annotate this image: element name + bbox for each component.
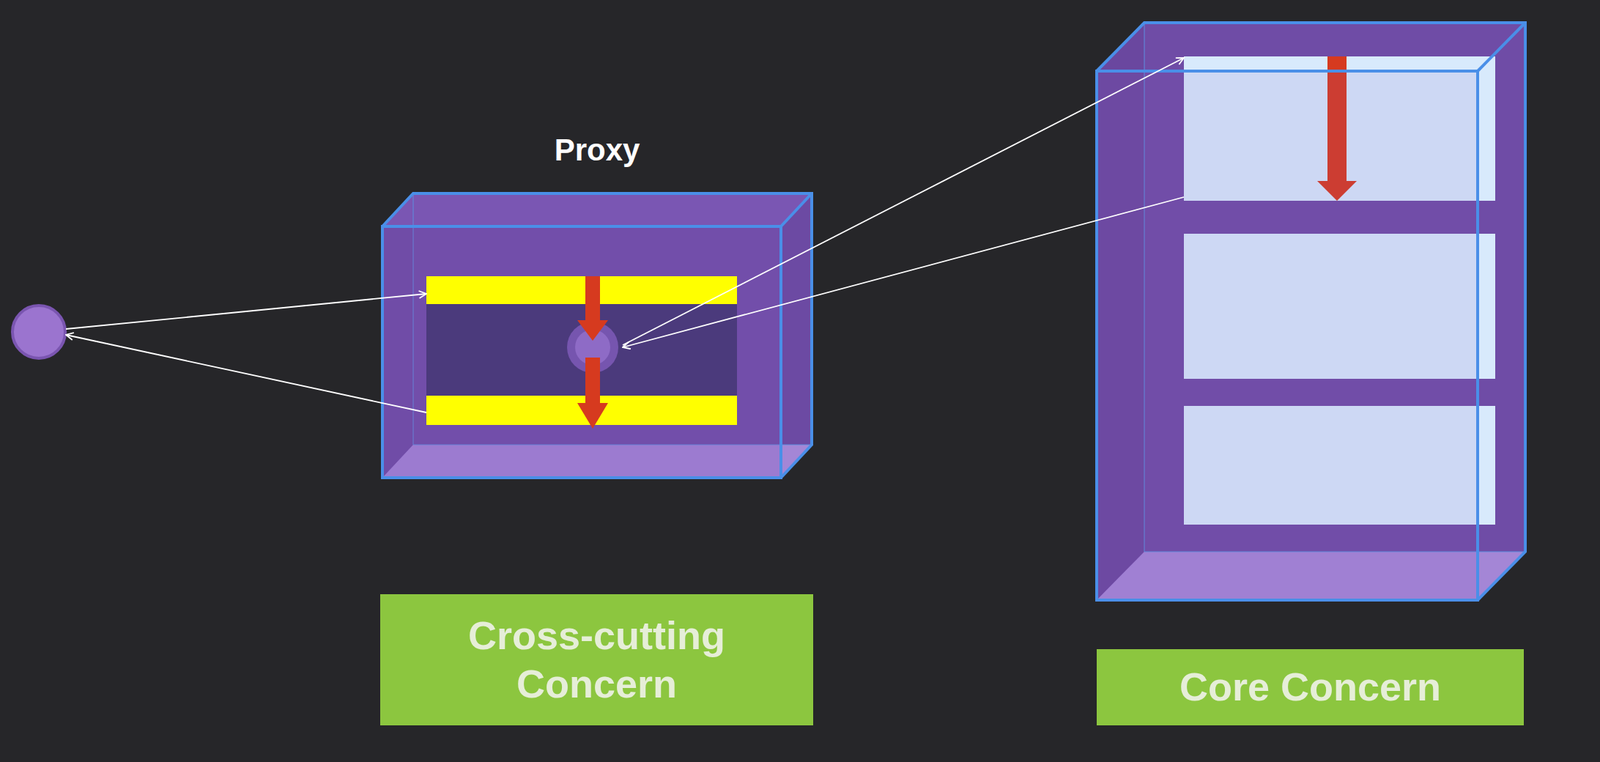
concern-label: Cross-cutting Concern <box>380 594 814 726</box>
concern-text: Core Concern <box>1179 663 1442 712</box>
box-heading: Proxy <box>382 131 812 169</box>
client-circle <box>12 305 66 359</box>
core-box <box>1096 22 1526 600</box>
proxy-box <box>382 193 812 478</box>
concern-label: Core Concern <box>1096 649 1524 726</box>
concern-text: Cross-cutting Concern <box>402 611 792 709</box>
call-lines <box>65 57 1184 413</box>
proxy-box: Proxy <box>382 131 812 478</box>
